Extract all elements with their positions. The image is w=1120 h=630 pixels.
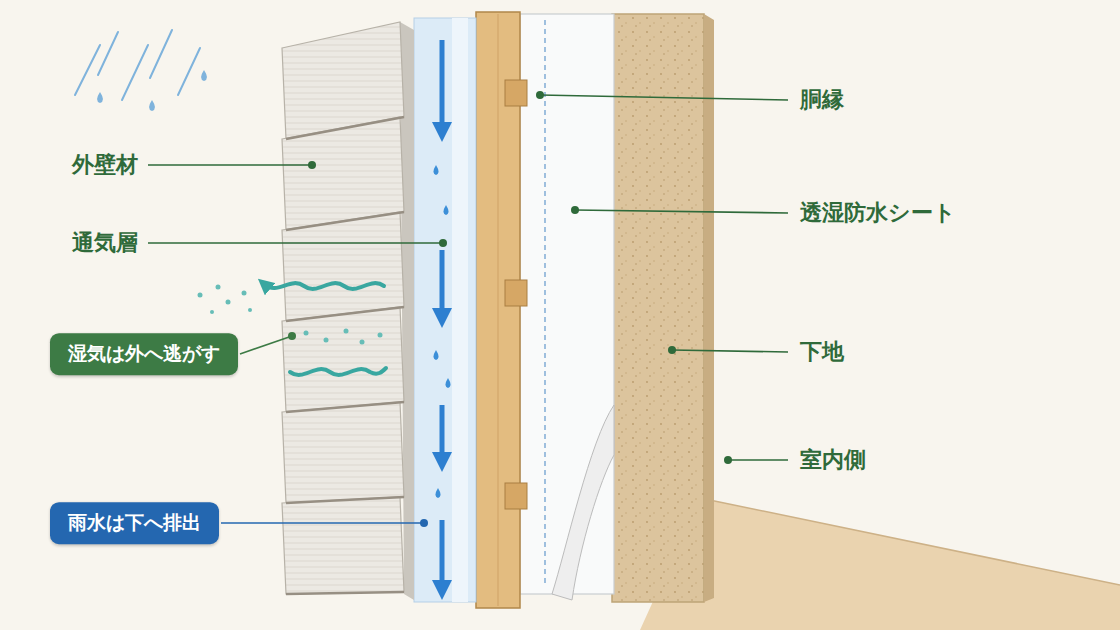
callout-text: 雨水は下へ排出 (68, 511, 201, 533)
leader-dot (439, 239, 447, 247)
rain-drops (97, 70, 207, 111)
interior-label: 室内側 (800, 447, 866, 473)
siding-label: 外壁材 (72, 152, 138, 178)
rain-callout: 雨水は下へ排出 (50, 502, 219, 544)
membrane-label: 透湿防水シート (800, 200, 956, 226)
siding-boards (282, 22, 414, 600)
leader-dot (288, 332, 296, 340)
leader-line (728, 459, 788, 461)
air-layer (414, 18, 476, 602)
rain-flow-arrows (440, 40, 445, 590)
substrate-label: 下地 (800, 339, 844, 365)
leader-line (148, 242, 443, 244)
leader-dot (536, 91, 544, 99)
air-layer-label: 通気層 (72, 230, 138, 256)
callout-leader (221, 522, 424, 524)
leader-line (672, 350, 788, 352)
membrane-seam (544, 20, 545, 585)
leader-dot (308, 161, 316, 169)
furring-label: 胴縁 (800, 87, 844, 113)
floor-edge (700, 498, 1120, 585)
substrate-board (612, 14, 704, 602)
leader-dot (571, 206, 579, 214)
substrate-side (704, 14, 714, 602)
membrane-peel (552, 405, 614, 600)
moisture-waves (264, 283, 386, 375)
leader-dot (668, 346, 676, 354)
leader-line (575, 210, 788, 213)
membrane-sheet (520, 14, 614, 594)
rain (75, 30, 200, 100)
furring-blocks (505, 80, 527, 509)
furring-grain (498, 14, 499, 606)
leader-dot (724, 456, 732, 464)
air-layer-highlight (452, 18, 468, 602)
moisture-callout: 湿気は外へ逃がす (50, 333, 238, 375)
leader-dot (420, 519, 428, 527)
leader-line (540, 95, 788, 100)
water-drops (434, 165, 451, 498)
callout-text: 湿気は外へ逃がす (68, 342, 220, 364)
leader-line (148, 164, 312, 166)
callout-leader (240, 336, 292, 354)
